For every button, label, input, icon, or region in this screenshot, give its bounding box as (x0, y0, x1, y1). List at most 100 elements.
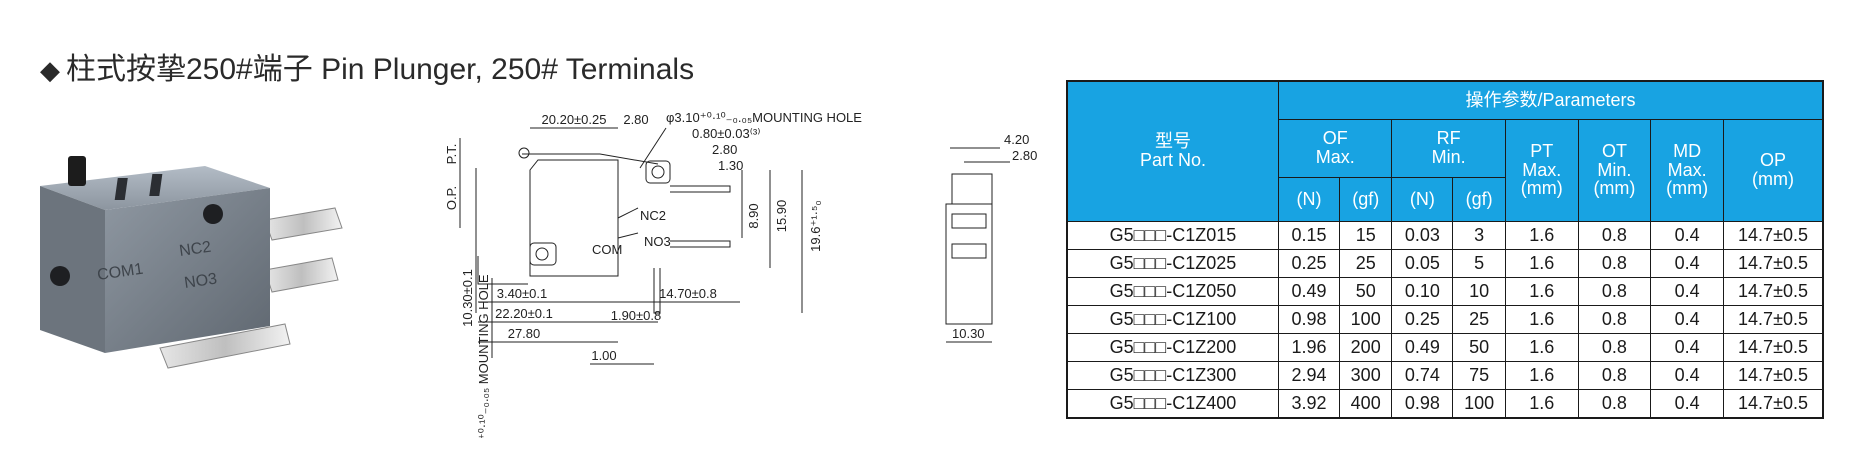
photo-label-nc: NC2 (178, 239, 212, 260)
terminal-no-line (670, 240, 731, 248)
cell: 0.4 (1650, 332, 1724, 362)
side-view-drawing: 4.20 2.80 10.30 (945, 132, 1037, 343)
cell: 0.4 (1650, 276, 1724, 306)
cell: 0.98 (1391, 388, 1454, 418)
dim-20-20: 20.20±0.25 (542, 112, 607, 127)
cell: 1.6 (1504, 276, 1579, 306)
cell: 200 (1338, 332, 1393, 362)
switch-front (105, 188, 270, 353)
dim-vertical-hole: 3.10⁺⁰·¹⁰₋₀.₀₅ MOUNTING HOLE (476, 274, 491, 438)
terminal-nc (264, 207, 343, 241)
hole-top (651, 165, 665, 179)
cell: 0.8 (1577, 248, 1652, 278)
terminal-com-line (653, 268, 661, 314)
cell: 14.7±0.5 (1723, 220, 1824, 250)
label-no3: NO3 (644, 234, 671, 249)
dim-8-90: 8.90 (746, 203, 761, 228)
cell: G5□□□-C1Z025 (1066, 248, 1279, 278)
side-dim-2-80: 2.80 (1012, 148, 1037, 163)
side-dim-10-30: 10.30 (952, 326, 985, 341)
cell: 25 (1338, 248, 1393, 278)
dim-3-40: 3.40±0.1 (497, 286, 548, 301)
plunger-circle (518, 147, 530, 159)
label-com: COM (592, 242, 622, 257)
cell: 0.8 (1577, 276, 1652, 306)
dim-19-6: 19.6⁺¹·⁵₀ (808, 200, 823, 252)
top-slot-1 (114, 178, 128, 200)
dim-2-80b: 2.80 (712, 142, 737, 157)
side-slot-1 (951, 213, 987, 229)
cell: 1.6 (1504, 304, 1579, 334)
cell: 3.92 (1278, 388, 1340, 418)
photo-label-com: COM1 (96, 261, 144, 284)
cell: 300 (1338, 360, 1393, 390)
cell: 0.49 (1391, 332, 1454, 362)
cell: 0.4 (1650, 220, 1724, 250)
cell: G5□□□-C1Z015 (1066, 220, 1279, 250)
cell: 1.6 (1504, 220, 1579, 250)
cell: 75 (1452, 360, 1506, 390)
photo-label-no: NO3 (183, 271, 218, 292)
cell: 14.7±0.5 (1723, 360, 1824, 390)
terminal-no (264, 257, 339, 293)
body-outline (529, 159, 619, 277)
cell: 400 (1338, 388, 1393, 418)
dimension-drawing: NC2 COM NO3 P.T. O.P. 10.30±0.1 3.10⁺⁰·¹… (444, 110, 862, 438)
cell: 0.74 (1391, 360, 1454, 390)
dim-0-80: 0.80±0.03⁽³⁾ (692, 126, 760, 141)
cell: 0.8 (1577, 304, 1652, 334)
side-top-block (951, 173, 993, 205)
dim-1-30: 1.30 (718, 158, 743, 173)
part-no-en: Part No. (1139, 150, 1207, 171)
cell: 1.6 (1504, 388, 1579, 418)
contact-no (617, 232, 639, 239)
dim-22-20: 22.20±0.1 (495, 306, 553, 321)
cell: 1.96 (1278, 332, 1340, 362)
cell: 0.49 (1278, 276, 1340, 306)
lever (522, 153, 659, 165)
dim-14-70: 14.70±0.8 (659, 286, 717, 301)
cell: 0.10 (1391, 276, 1454, 306)
cell: G5□□□-C1Z200 (1066, 332, 1279, 362)
dim-27-80: 27.80 (508, 326, 541, 341)
boss-top (645, 160, 671, 184)
cell: 0.05 (1391, 248, 1454, 278)
cell: 0.25 (1278, 248, 1340, 278)
op-header: OP(mm) (1723, 118, 1824, 222)
page-heading: ◆柱式按挚250#端子 Pin Plunger, 250# Terminals (40, 44, 694, 88)
cell: 1.6 (1504, 360, 1579, 390)
diamond-icon: ◆ (40, 55, 60, 85)
dim-1-90: 1.90±0.8 (611, 308, 662, 323)
mounting-hole-bottom (50, 266, 70, 286)
pt-label: P.T. (444, 144, 459, 165)
cell: 3 (1452, 220, 1506, 250)
cell: 0.25 (1391, 304, 1454, 334)
cell: 14.7±0.5 (1723, 304, 1824, 334)
hole-leader (639, 127, 667, 169)
cell: 0.4 (1650, 360, 1724, 390)
cell: 25 (1452, 304, 1506, 334)
cell: 14.7±0.5 (1723, 388, 1824, 418)
body-lower (477, 256, 528, 285)
of-unit-gf: (gf) (1338, 176, 1393, 222)
cell: 5 (1452, 248, 1506, 278)
cell: 0.8 (1577, 360, 1652, 390)
cell: G5□□□-C1Z400 (1066, 388, 1279, 418)
plunger (68, 156, 86, 186)
cell: 14.7±0.5 (1723, 332, 1824, 362)
switch-photo: NC2 NO3 COM1 (40, 156, 343, 369)
cell: 14.7±0.5 (1723, 248, 1824, 278)
hole-side (535, 247, 549, 261)
terminal-com (159, 323, 291, 369)
mounting-hole-top (203, 204, 223, 224)
cell: 100 (1452, 388, 1506, 418)
